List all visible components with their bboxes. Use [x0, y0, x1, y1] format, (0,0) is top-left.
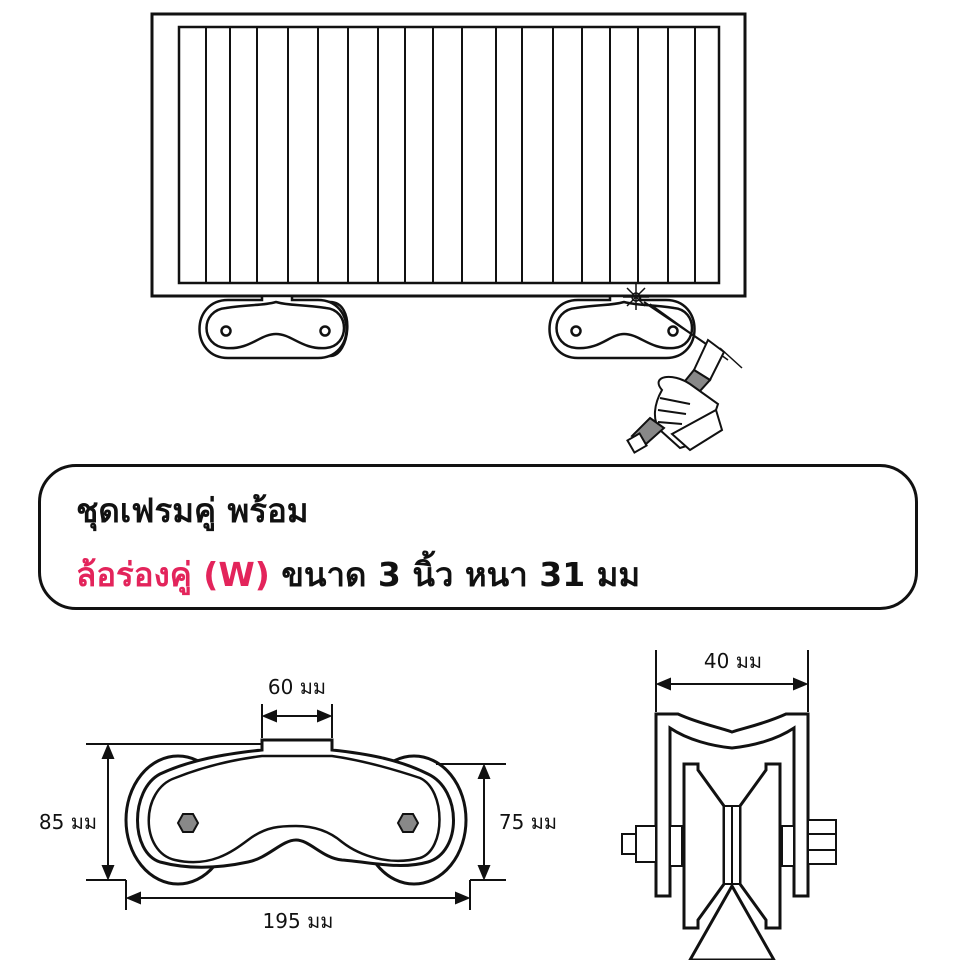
gate-frame-outer	[150, 12, 747, 298]
gate-wheel-right	[548, 294, 696, 360]
side-view-dimensions	[655, 650, 809, 712]
title-box	[38, 464, 918, 610]
side-bracket-frame	[654, 712, 810, 898]
bracket-front-view	[124, 738, 468, 886]
gate-frame-inner	[177, 25, 721, 285]
rail-triangle	[688, 882, 776, 960]
title-line2: ล้อร่องคู่ (W) ขนาด 3 นิ้ว หนา 31 มม	[76, 548, 640, 601]
bracket-inner	[147, 754, 441, 864]
nut-left	[621, 833, 637, 855]
bracket-side-view	[621, 712, 837, 960]
bolt-right-icon	[396, 813, 420, 833]
gate-illustration	[150, 12, 747, 298]
washer-left	[635, 825, 657, 863]
bolt-left-icon	[176, 813, 200, 833]
dim-top-width: 60 มม	[268, 675, 326, 699]
wheel-right-half	[738, 762, 782, 930]
front-view-dimensions	[86, 704, 506, 910]
title-highlight: ล้อร่องคู่ (W)	[76, 555, 270, 594]
wheel-left-half	[682, 762, 726, 930]
dim-left-height: 85 มม	[39, 810, 97, 834]
title-line1: ชุดเฟรมคู่ พร้อม	[76, 491, 309, 530]
bracket-plate	[136, 738, 455, 869]
spark-icon	[623, 284, 649, 310]
dim-bottom-length: 195 มม	[263, 909, 334, 933]
nut-right	[807, 819, 837, 865]
dim-side-width: 40 มม	[704, 649, 762, 673]
gate-bars	[205, 27, 696, 283]
welding-hand-illustration	[623, 284, 743, 454]
title-rest: ขนาด 3 นิ้ว หนา 31 มม	[281, 555, 641, 594]
axle-left	[669, 825, 683, 867]
gate-wheel-left	[198, 294, 349, 360]
axle-right	[781, 825, 795, 867]
dim-right-height: 75 มม	[499, 810, 557, 834]
